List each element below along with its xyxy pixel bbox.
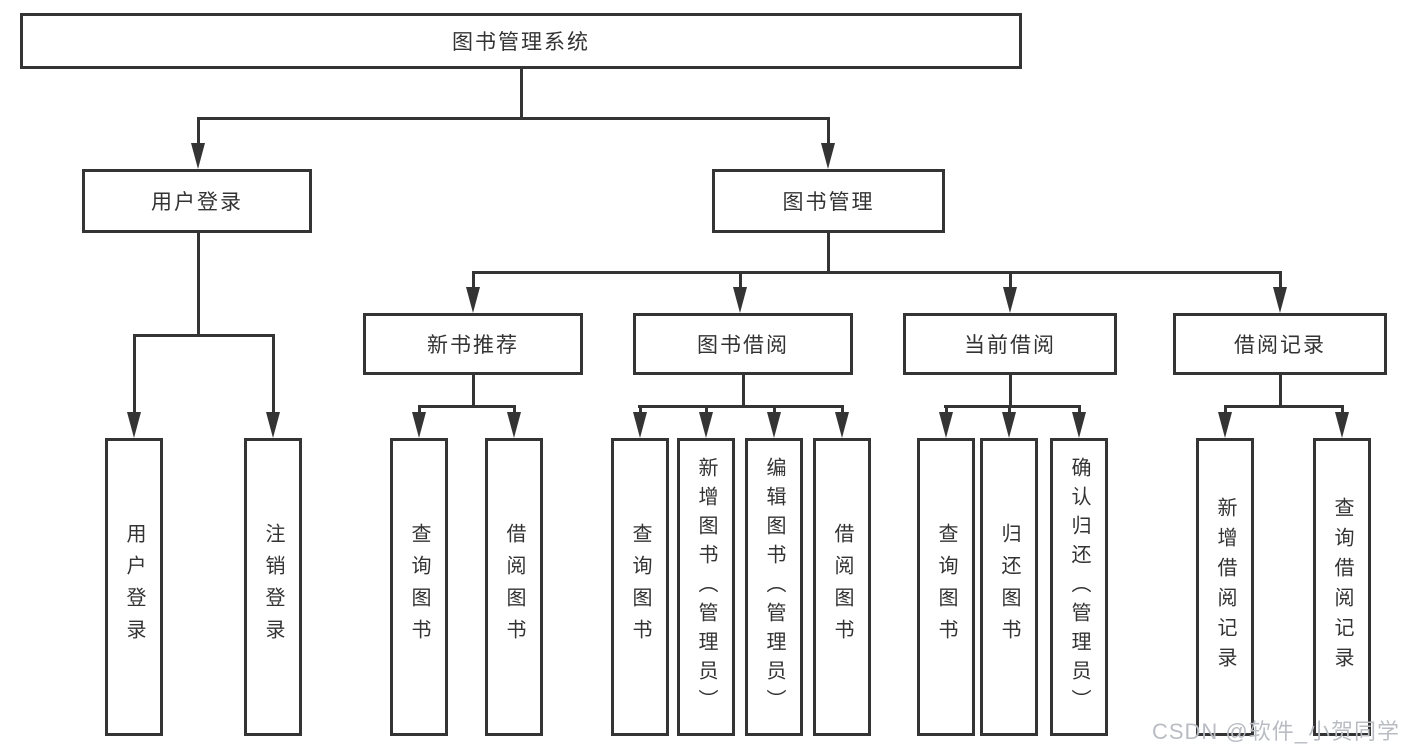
node-book-borrow: 图书借阅 xyxy=(633,313,853,375)
arrow-to-edit-book-admin-icon xyxy=(767,412,781,438)
node-library-system: 图书管理系统 xyxy=(20,13,1022,69)
leaf-query-book-cb: 查询图书 xyxy=(917,438,975,736)
node-borrow-records: 借阅记录 xyxy=(1173,313,1387,375)
connector-root-split xyxy=(197,117,830,120)
node-current-borrow-label: 当前借阅 xyxy=(964,334,1056,357)
connector-book-mgmt-split xyxy=(472,271,1282,274)
connector-new-book-rec-stem xyxy=(472,375,475,407)
connector-root-stem xyxy=(520,69,523,118)
connector-current-borrow-split xyxy=(944,405,1081,408)
connector-borrow-records-split xyxy=(1224,405,1344,408)
connector-drop-confirm-return xyxy=(1078,405,1081,417)
connector-drop-query-book-rec xyxy=(418,405,421,417)
leaf-query-book-rec-label: 查询图书 xyxy=(408,523,430,651)
arrow-to-confirm-return-icon xyxy=(1072,412,1086,438)
arrow-to-query-book-cb-icon xyxy=(939,412,953,438)
node-user-login: 用户登录 xyxy=(82,169,312,233)
node-borrow-records-label: 借阅记录 xyxy=(1234,334,1326,357)
connector-drop-borrow-book-bb xyxy=(841,405,844,417)
leaf-query-book-rec: 查询图书 xyxy=(390,438,448,736)
leaf-query-book-bb: 查询图书 xyxy=(611,438,669,736)
connector-root-drop-book-mgmt xyxy=(827,117,830,145)
connector-root-drop-user-login xyxy=(197,117,200,145)
leaf-user-login: 用户登录 xyxy=(105,438,163,736)
leaf-add-borrow-record: 新增借阅记录 xyxy=(1196,438,1254,736)
leaf-user-login-label: 用户登录 xyxy=(123,523,145,651)
arrow-to-book-borrow-icon xyxy=(733,287,747,313)
leaf-borrow-book-rec-label: 借阅图书 xyxy=(503,523,525,651)
connector-book-mgmt-stem xyxy=(827,233,830,273)
arrow-to-current-borrow-icon xyxy=(1003,287,1017,313)
connector-drop-borrow-records xyxy=(1279,271,1282,289)
leaf-add-book-admin-label: 新增图书（管理员） xyxy=(695,456,717,718)
node-user-login-label: 用户登录 xyxy=(151,191,243,214)
leaf-logout: 注销登录 xyxy=(244,438,302,736)
leaf-query-book-bb-label: 查询图书 xyxy=(629,523,651,651)
arrow-to-borrow-book-bb-icon xyxy=(835,412,849,438)
connector-drop-add-borrow-record xyxy=(1224,405,1227,417)
leaf-query-borrow-record: 查询借阅记录 xyxy=(1313,438,1371,736)
leaf-confirm-return-admin-label: 确认归还（管理员） xyxy=(1068,456,1090,718)
connector-book-borrow-stem xyxy=(742,375,745,407)
arrow-to-return-book-icon xyxy=(1002,412,1016,438)
arrow-to-leaf-logout-icon xyxy=(266,412,280,438)
node-new-book-rec-label: 新书推荐 xyxy=(427,334,519,357)
leaf-query-borrow-record-label: 查询借阅记录 xyxy=(1331,497,1353,677)
node-book-mgmt: 图书管理 xyxy=(712,169,945,233)
leaf-borrow-book-bb-label: 借阅图书 xyxy=(831,523,853,651)
connector-drop-new-book-rec xyxy=(472,271,475,289)
leaf-edit-book-admin: 编辑图书（管理员） xyxy=(745,438,803,736)
leaf-edit-book-admin-label: 编辑图书（管理员） xyxy=(763,456,785,718)
connector-drop-current-borrow xyxy=(1009,271,1012,289)
connector-book-borrow-split xyxy=(638,405,844,408)
connector-drop-leaf-user-login xyxy=(133,334,136,414)
arrow-to-user-login-icon xyxy=(191,143,205,169)
connector-user-login-split xyxy=(133,334,275,337)
node-book-borrow-label: 图书借阅 xyxy=(697,334,789,357)
leaf-query-book-cb-label: 查询图书 xyxy=(935,523,957,651)
connector-drop-book-borrow xyxy=(739,271,742,289)
connector-borrow-records-stem xyxy=(1279,375,1282,407)
arrow-to-leaf-user-login-icon xyxy=(127,412,141,438)
arrow-to-add-borrow-record-icon xyxy=(1218,412,1232,438)
arrow-to-query-borrow-record-icon xyxy=(1335,412,1349,438)
leaf-add-book-admin: 新增图书（管理员） xyxy=(677,438,735,736)
connector-drop-return-book xyxy=(1008,405,1011,417)
leaf-borrow-book-bb: 借阅图书 xyxy=(813,438,871,736)
arrow-to-borrow-records-icon xyxy=(1273,287,1287,313)
leaf-confirm-return-admin: 确认归还（管理员） xyxy=(1050,438,1108,736)
arrow-to-borrow-book-rec-icon xyxy=(507,412,521,438)
connector-drop-borrow-book-rec xyxy=(513,405,516,417)
arrow-to-book-mgmt-icon xyxy=(821,143,835,169)
leaf-borrow-book-rec: 借阅图书 xyxy=(485,438,543,736)
connector-drop-query-borrow-record xyxy=(1341,405,1344,417)
leaf-return-book: 归还图书 xyxy=(980,438,1038,736)
connector-current-borrow-stem xyxy=(1009,375,1012,407)
connector-user-login-stem xyxy=(197,233,200,336)
node-book-mgmt-label: 图书管理 xyxy=(782,191,875,214)
leaf-logout-label: 注销登录 xyxy=(262,523,284,651)
connector-drop-query-book-bb xyxy=(639,405,642,417)
node-library-system-label: 图书管理系统 xyxy=(452,31,590,54)
connector-drop-edit-book-admin xyxy=(773,405,776,417)
csdn-watermark: CSDN @软件_小贺同学 xyxy=(1151,719,1400,744)
arrow-to-query-book-bb-icon xyxy=(633,412,647,438)
arrow-to-add-book-admin-icon xyxy=(699,412,713,438)
connector-drop-query-book-cb xyxy=(945,405,948,417)
arrow-to-new-book-rec-icon xyxy=(466,287,480,313)
leaf-return-book-label: 归还图书 xyxy=(998,523,1020,651)
node-current-borrow: 当前借阅 xyxy=(903,313,1117,375)
leaf-add-borrow-record-label: 新增借阅记录 xyxy=(1214,497,1236,677)
node-new-book-rec: 新书推荐 xyxy=(363,313,583,375)
connector-drop-add-book-admin xyxy=(705,405,708,417)
connector-drop-leaf-logout xyxy=(272,334,275,414)
connector-new-book-rec-split xyxy=(418,405,516,408)
arrow-to-query-book-rec-icon xyxy=(412,412,426,438)
